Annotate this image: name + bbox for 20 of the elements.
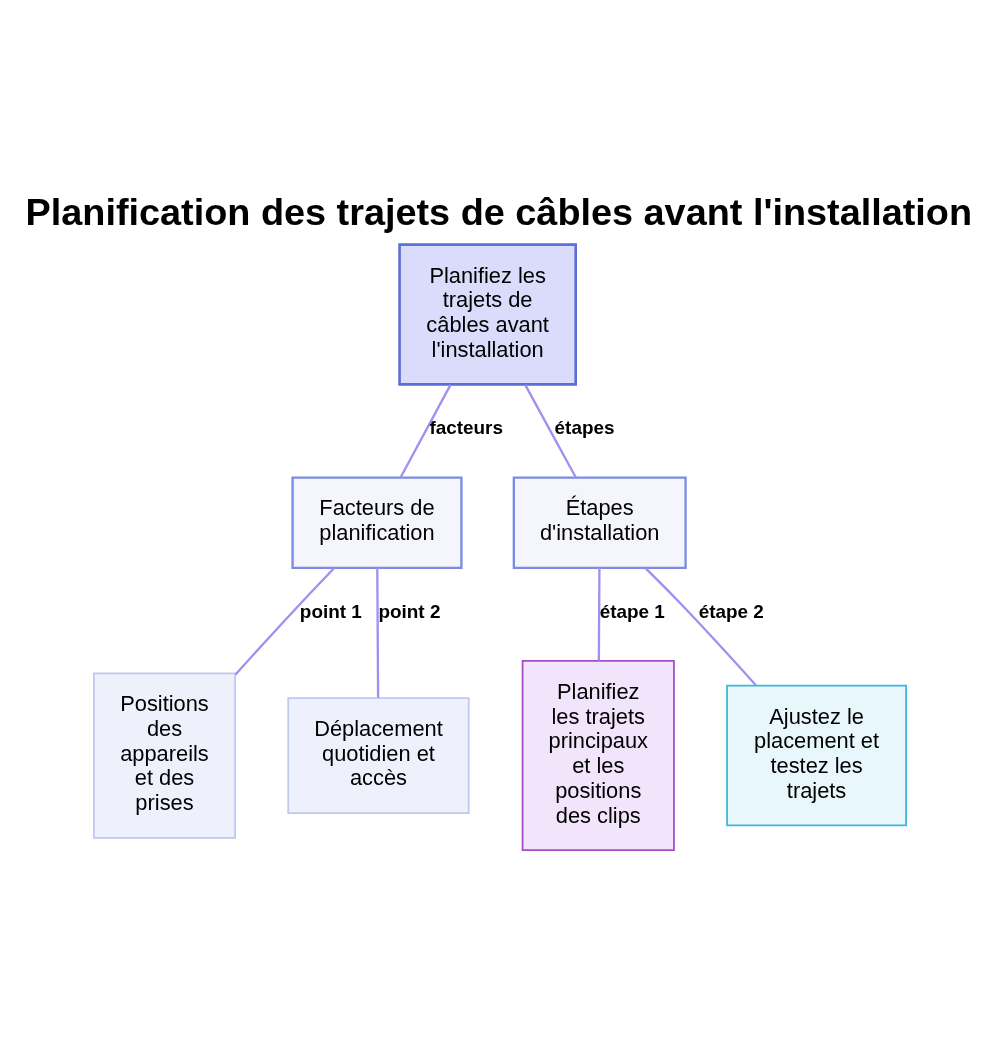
node-box: Positions des appareils et des prises [93, 671, 236, 839]
node-box: Étapes d'installation [512, 475, 687, 569]
node-box: Planifiez les trajets principaux et les positions des clips [521, 659, 675, 851]
connector [644, 566, 757, 686]
edge-label: point 2 [378, 600, 441, 622]
edge-label: point 1 [299, 600, 362, 622]
connector [524, 383, 577, 478]
node-box: Déplacement quotidien et accès [287, 696, 470, 814]
connector [376, 567, 380, 698]
edge-label: étape 1 [599, 600, 665, 622]
node-box: Ajustez le placement et testez les trajets [726, 684, 907, 826]
connector [597, 567, 601, 660]
edge-label: étape 2 [698, 600, 764, 622]
connector [399, 383, 452, 478]
edge-label: étapes [554, 416, 615, 438]
diagram-title: Planification des trajets de câbles avant l'installation [25, 190, 973, 233]
node-box: Facteurs de planification [291, 475, 463, 569]
node-box: Planifiez les trajets de câbles avant l'installation [398, 242, 577, 386]
connector [234, 566, 336, 675]
edge-label: facteurs [429, 416, 503, 438]
